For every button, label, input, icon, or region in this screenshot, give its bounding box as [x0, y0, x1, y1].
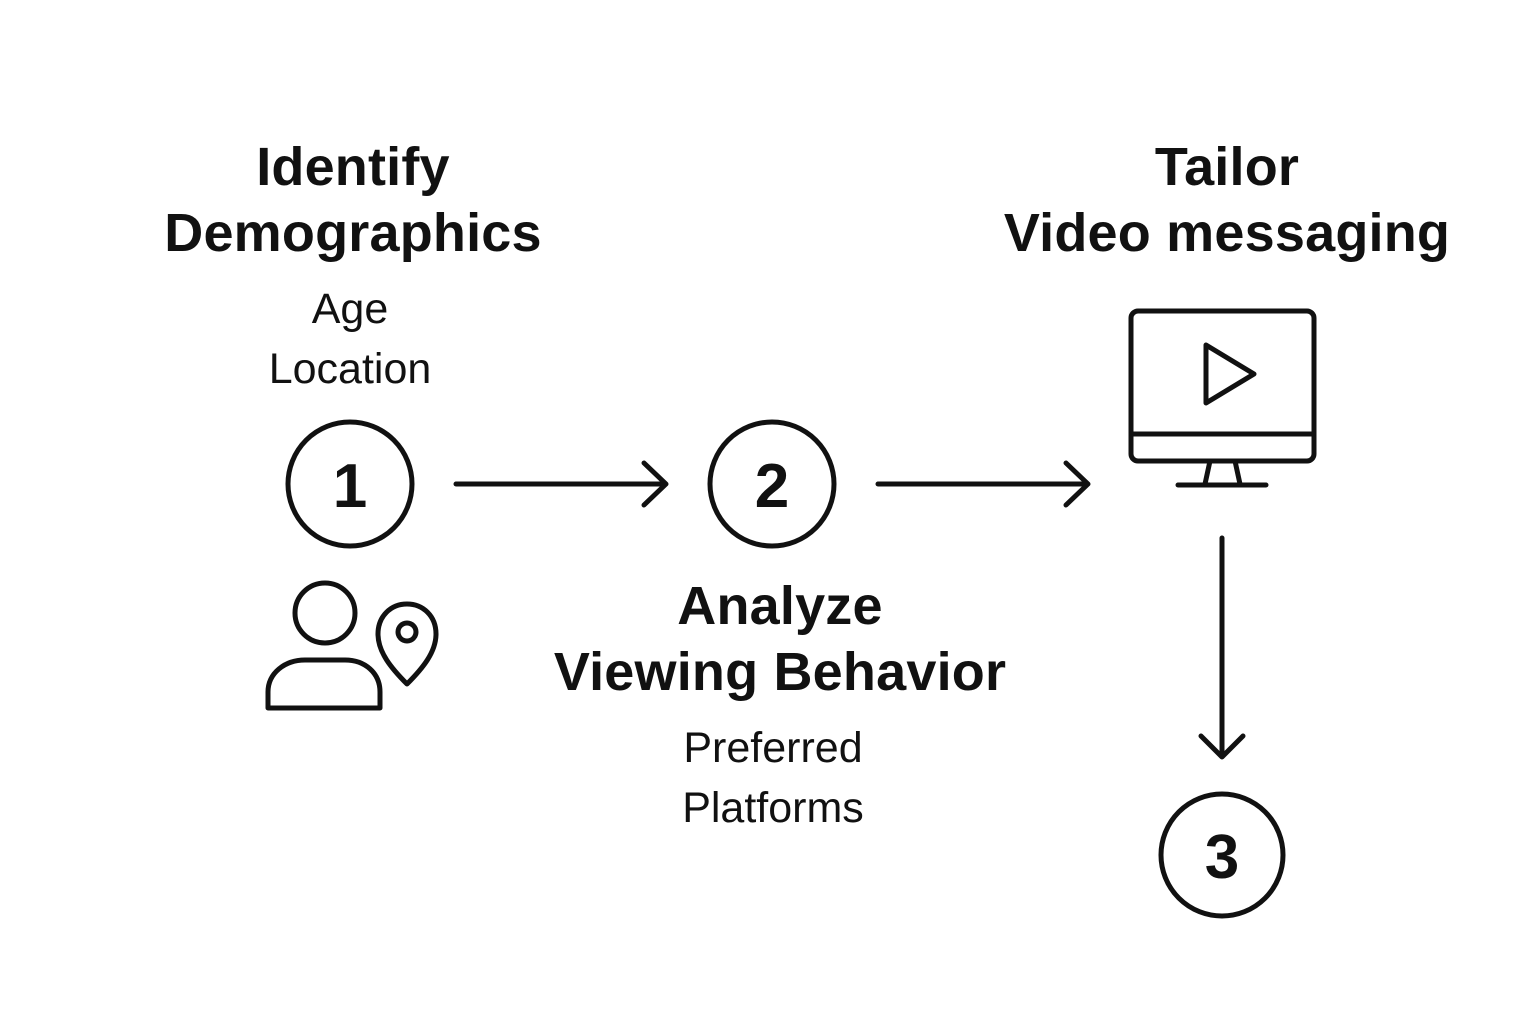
monitor-play-icon: [1128, 308, 1317, 488]
step-1-detail-age: Age: [311, 285, 389, 333]
step-2-title: Analyze Viewing Behavior: [554, 573, 1006, 705]
step-3-title: Tailor Video messaging: [1004, 134, 1450, 266]
step-1-detail-location: Location: [268, 345, 432, 393]
step-3-number: 3: [1205, 823, 1239, 892]
step-1-title: Identify Demographics: [164, 134, 542, 266]
step-3-title-line-1: Tailor: [1154, 137, 1300, 197]
person-icon: [265, 580, 383, 711]
location-pin-icon: [375, 601, 439, 687]
arrow-step1-to-step2: [453, 460, 669, 508]
step-2-circle: [707, 419, 837, 549]
step-2-number: 2: [755, 452, 789, 521]
step-2-title-line-1: Analyze: [677, 576, 883, 636]
step-1-number: 1: [333, 452, 367, 521]
step-1-details: Age Location: [269, 279, 432, 399]
step-2-detail-line-2: Platforms: [682, 784, 864, 832]
step-3-circle: [1158, 791, 1286, 919]
step-2-detail-line-1: Preferred: [683, 724, 863, 772]
arrow-step2-to-step3: [875, 460, 1091, 508]
arrow-down-to-step3: [1198, 535, 1246, 760]
step-3-title-line-2: Video messaging: [1003, 203, 1451, 263]
step-1-title-line-2: Demographics: [164, 203, 542, 263]
step-2-details: Preferred Platforms: [682, 718, 864, 838]
step-2-title-line-2: Viewing Behavior: [553, 642, 1007, 702]
step-1-circle: [285, 419, 415, 549]
step-1-title-line-1: Identify: [256, 137, 450, 197]
